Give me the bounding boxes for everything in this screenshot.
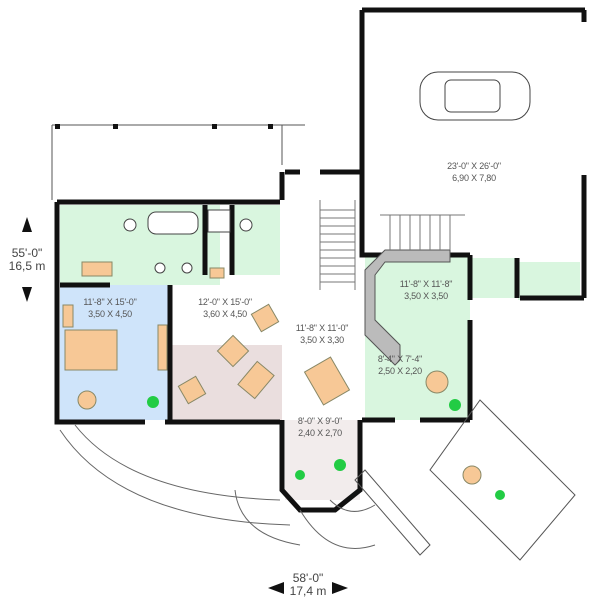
room-size-imperial: 8'-4" X 7'-4" bbox=[377, 354, 423, 364]
kitchen-counter bbox=[364, 249, 451, 366]
mudroom-fill bbox=[472, 258, 517, 298]
sunroom-fill bbox=[285, 420, 360, 500]
sofa bbox=[237, 360, 275, 400]
room-label-living: 12'-0" X 15'-0" 3,60 X 4,50 bbox=[198, 296, 252, 320]
room-label-dining: 11'-8" X 11'-0" 3,50 X 3,30 bbox=[296, 322, 349, 346]
deck bbox=[354, 399, 576, 561]
room-label-breakfast: 8'-4" X 7'-4" 2,50 X 2,20 bbox=[378, 353, 422, 377]
room-size-imperial: 12'-0" X 15'-0" bbox=[198, 297, 252, 307]
breakfast-table bbox=[425, 370, 449, 394]
room-size-imperial: 11'-8" X 11'-0" bbox=[295, 323, 349, 333]
width-dimension: 58'-0" 17,4 m bbox=[290, 572, 327, 598]
deck-table bbox=[462, 465, 482, 485]
width-metric: 17,4 m bbox=[289, 584, 327, 598]
laundry-fill bbox=[518, 262, 580, 300]
desk bbox=[81, 261, 113, 277]
room-size-imperial: 23'-0" X 26'-0" bbox=[447, 161, 501, 171]
room-size-imperial: 8'-0" X 9'-0" bbox=[297, 416, 343, 426]
bathroom-fixtures bbox=[123, 209, 253, 274]
room-size-metric: 3,50 X 3,30 bbox=[300, 335, 344, 345]
room-size-metric: 6,90 X 7,80 bbox=[452, 173, 496, 183]
room-label-sunroom: 8'-0" X 9'-0" 2,40 X 2,70 bbox=[298, 415, 342, 439]
room-label-bedroom: 11'-8" X 15'-0" 3,50 X 4,50 bbox=[83, 296, 136, 320]
room-size-metric: 3,60 X 4,50 bbox=[203, 309, 247, 319]
dresser bbox=[157, 324, 168, 371]
room-label-kitchen: 11'-8" X 11'-8" 3,50 X 3,50 bbox=[400, 278, 453, 302]
car-icon bbox=[419, 71, 531, 121]
width-imperial: 58'-0" bbox=[292, 571, 324, 585]
stairs bbox=[319, 200, 465, 290]
depth-dimension: 55'-0" 16,5 m bbox=[9, 247, 46, 273]
front-porch bbox=[51, 124, 305, 200]
side-table bbox=[209, 267, 225, 279]
coffee-table bbox=[216, 334, 250, 368]
porch-columns bbox=[55, 124, 273, 129]
furniture bbox=[62, 261, 482, 485]
bathroom2-fill bbox=[232, 205, 280, 275]
walls bbox=[54, 7, 587, 513]
curved-stairs bbox=[59, 424, 376, 549]
depth-arrow-icon bbox=[22, 217, 32, 302]
width-arrow-icon bbox=[268, 582, 348, 594]
room-size-metric: 2,40 X 2,70 bbox=[298, 428, 342, 438]
room-size-imperial: 11'-8" X 15'-0" bbox=[83, 297, 137, 307]
dining-table bbox=[303, 356, 351, 406]
depth-imperial: 55'-0" bbox=[11, 246, 43, 260]
room-size-metric: 3,50 X 3,50 bbox=[404, 291, 448, 301]
room-size-metric: 3,50 X 4,50 bbox=[88, 309, 132, 319]
bed bbox=[64, 329, 118, 371]
armchair-3 bbox=[177, 375, 207, 405]
armchair-2 bbox=[250, 303, 280, 333]
room-size-metric: 2,50 X 2,20 bbox=[378, 366, 422, 376]
room-size-imperial: 11'-8" X 11'-8" bbox=[399, 279, 453, 289]
room-label-garage: 23'-0" X 26'-0" 6,90 X 7,80 bbox=[447, 160, 501, 184]
nightstand bbox=[62, 304, 74, 328]
plants bbox=[147, 396, 505, 500]
armchair bbox=[77, 390, 97, 410]
depth-metric: 16,5 m bbox=[8, 259, 46, 273]
